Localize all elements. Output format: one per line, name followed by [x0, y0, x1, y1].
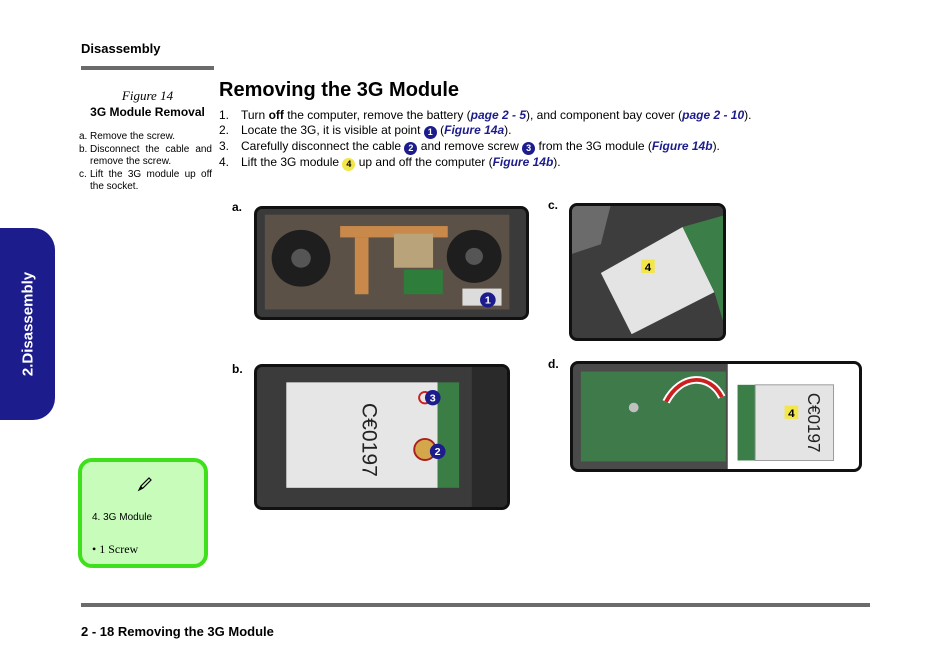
procedure-step: 4. Lift the 3G module 4 up and off the c…: [219, 154, 561, 171]
module-marking: C€0197: [804, 393, 824, 453]
note-screw-count: • 1 Screw: [92, 542, 139, 556]
header-rule: [81, 66, 214, 70]
callout-3: 3: [430, 393, 436, 405]
figure-step: a.Remove the screw.: [79, 131, 176, 142]
callout-badge: 3: [522, 141, 536, 155]
page-title: Removing the 3G Module: [219, 79, 460, 101]
callout-badge: 2: [404, 141, 418, 155]
callout-1: 1: [485, 295, 491, 307]
photo-panel-b: C€0197 3 2: [254, 364, 510, 510]
page-footer: 2 - 18 Removing the 3G Module: [81, 624, 274, 639]
chapter-side-tab[interactable]: 2.Disassembly: [0, 228, 55, 420]
procedure-step: 1. Turn off the computer, remove the bat…: [219, 108, 752, 122]
panel-label-b: b.: [232, 362, 243, 376]
laptop-bay-illustration: 1: [257, 209, 526, 317]
procedure-step: 2. Locate the 3G, it is visible at point…: [219, 122, 512, 139]
callout-badge: 1: [423, 125, 437, 139]
panel-label-d: d.: [548, 357, 559, 371]
figure-steps: a.Remove the screw. b.Disconnect the cab…: [79, 131, 212, 194]
figure-step: c.Lift the 3G module up off the socket.: [79, 168, 212, 193]
procedure-step: 3. Carefully disconnect the cable 2 and …: [219, 138, 720, 155]
module-closeup-illustration: C€0197 3 2: [257, 367, 507, 507]
callout-4: 4: [645, 262, 652, 274]
module-marking: C€0197: [357, 403, 381, 477]
footer-rule: [81, 603, 870, 607]
module-removed-illustration: C€0197 4: [573, 364, 859, 469]
figure-link[interactable]: Figure 14a: [444, 122, 505, 137]
photo-panel-d: C€0197 4: [570, 361, 862, 472]
chapter-side-tab-label: 2.Disassembly: [19, 271, 36, 377]
callout-badge: 4: [342, 157, 356, 171]
section-header: Disassembly: [81, 41, 161, 56]
page-link[interactable]: page 2 - 5: [470, 108, 527, 122]
figure-link[interactable]: Figure 14b: [651, 138, 713, 153]
figure-title: 3G Module Removal: [90, 105, 205, 119]
parts-note-box: 4. 3G Module • 1 Screw: [78, 458, 208, 568]
photo-panel-c: 4: [569, 203, 726, 341]
page-link[interactable]: page 2 - 10: [682, 108, 745, 122]
figure-number: Figure 14: [121, 88, 174, 103]
photo-panel-a: 1: [254, 206, 529, 320]
note-part-item: 4. 3G Module: [92, 512, 153, 523]
panel-label-c: c.: [548, 198, 559, 212]
figure-caption: Figure 14 3G Module Removal: [81, 88, 214, 119]
module-lift-illustration: 4: [572, 206, 723, 338]
figure-step: b.Disconnect the cable and remove the sc…: [79, 143, 212, 168]
figure-link[interactable]: Figure 14b: [492, 154, 554, 169]
panel-label-a: a.: [232, 200, 243, 214]
pen-icon: [137, 477, 152, 492]
callout-4: 4: [788, 408, 795, 420]
callout-2: 2: [435, 446, 441, 458]
procedure-steps: 1. Turn off the computer, remove the bat…: [219, 108, 859, 171]
